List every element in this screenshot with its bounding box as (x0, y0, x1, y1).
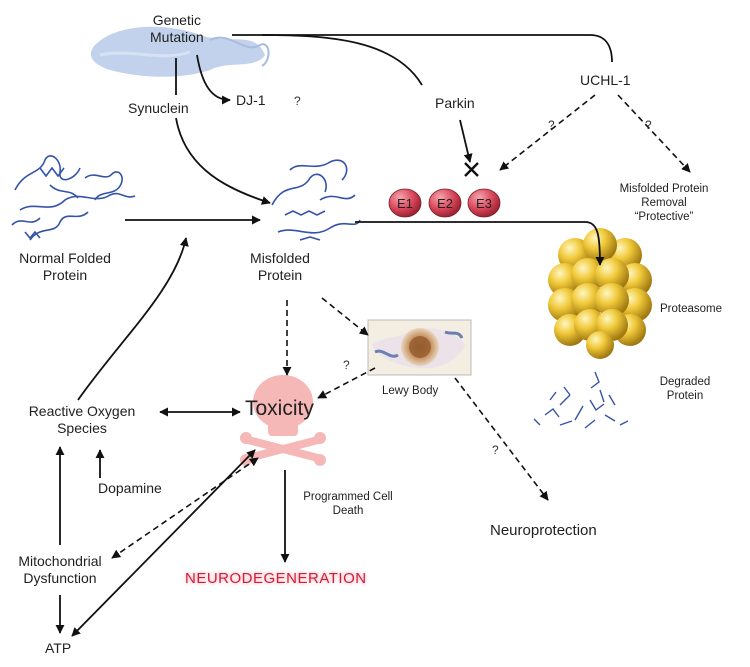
enzyme-e3 (467, 188, 501, 218)
arrow-lewy-to-toxicity (317, 367, 376, 399)
normal-protein-icon (11, 155, 136, 241)
label-reactive-oxygen-species-text: Reactive Oxygen Species (28, 403, 136, 436)
label-synuclein: Synuclein (128, 100, 189, 116)
label-dj1: DJ-1 (236, 92, 266, 108)
label-neuroprotection: Neuroprotection (490, 522, 597, 539)
label-normal-folded-protein-text: Normal Folded Protein (19, 250, 111, 283)
question-mark-lewy-toxicity: ? (343, 358, 350, 372)
arrow-mutation-to-dj1 (196, 54, 231, 105)
label-degraded-protein: Degraded Protein (650, 375, 720, 403)
label-misfolded-protein-text: Misfolded Protein (250, 250, 310, 283)
label-toxicity: Toxicity (245, 397, 314, 420)
proteasome-icon (548, 228, 652, 359)
label-misfolded-protein: Misfolded Protein (240, 250, 320, 284)
label-neurodegeneration: NEURODEGENERATION (185, 570, 367, 587)
lewy-body-image (367, 319, 472, 376)
label-uchl1: UCHL-1 (580, 72, 631, 88)
label-dopamine: Dopamine (98, 480, 162, 496)
line-mutation-to-parkin (261, 34, 423, 86)
arrow-parkin-to-x (459, 119, 473, 163)
question-mark-uchl1-removal: ? (645, 118, 652, 132)
line-mutation-to-uchl1 (232, 34, 613, 63)
degraded-protein-icon (533, 371, 629, 429)
label-protein-removal: Misfolded Protein Removal “Protective” (604, 182, 724, 224)
label-genetic-mutation: Genetic Mutation (150, 12, 204, 46)
label-programmed-cell-death-text: Programmed Cell Death (303, 491, 393, 517)
label-genetic-mutation-text: Genetic Mutation (150, 12, 204, 45)
arrow-mito-toxicity (111, 457, 259, 559)
enzyme-e1-label: E1 (397, 196, 413, 211)
label-lewy-body: Lewy Body (382, 385, 439, 397)
arrow-misfolded-to-lewy (321, 297, 369, 336)
question-mark-uchl1-e3: ? (548, 118, 555, 132)
label-programmed-cell-death: Programmed Cell Death (298, 490, 398, 518)
label-normal-folded-protein: Normal Folded Protein (10, 250, 120, 284)
label-atp: ATP (45, 640, 72, 656)
label-proteasome: Proteasome (660, 303, 723, 315)
label-parkin: Parkin (435, 95, 475, 111)
enzyme-group: E1 E2 E3 (388, 188, 501, 218)
enzyme-e3-label: E3 (476, 196, 492, 211)
label-protein-removal-text: Misfolded Protein Removal “Protective” (619, 183, 709, 223)
label-degraded-protein-text: Degraded Protein (659, 376, 711, 402)
dashed-arrows (111, 94, 691, 559)
enzyme-e1 (388, 188, 422, 218)
arrow-synuclein-to-misfolded (175, 117, 271, 205)
skull-crossbones-icon (240, 375, 326, 466)
arrow-uchl1-to-e3 (499, 94, 596, 171)
label-mitochondrial-dysfunction: Mitochondrial Dysfunction (5, 553, 115, 587)
arrow-ros-to-misfolded (77, 237, 189, 401)
arrow-uchl1-to-removal (617, 94, 691, 173)
misfolded-protein-icon (271, 159, 361, 241)
arrow-lewy-to-neuroprotection (454, 377, 549, 501)
label-mitochondrial-dysfunction-text: Mitochondrial Dysfunction (18, 553, 102, 586)
arrow-misfolded-to-proteasome (355, 221, 605, 266)
block-x-mark (464, 162, 479, 177)
label-reactive-oxygen-species: Reactive Oxygen Species (12, 403, 152, 437)
dna-strand-icon (90, 26, 270, 77)
solid-arrows (55, 34, 613, 637)
question-mark-dj1: ? (294, 94, 301, 108)
enzyme-e2-label: E2 (437, 196, 453, 211)
enzyme-e2 (428, 188, 462, 218)
question-mark-neuroprotection: ? (492, 443, 499, 457)
